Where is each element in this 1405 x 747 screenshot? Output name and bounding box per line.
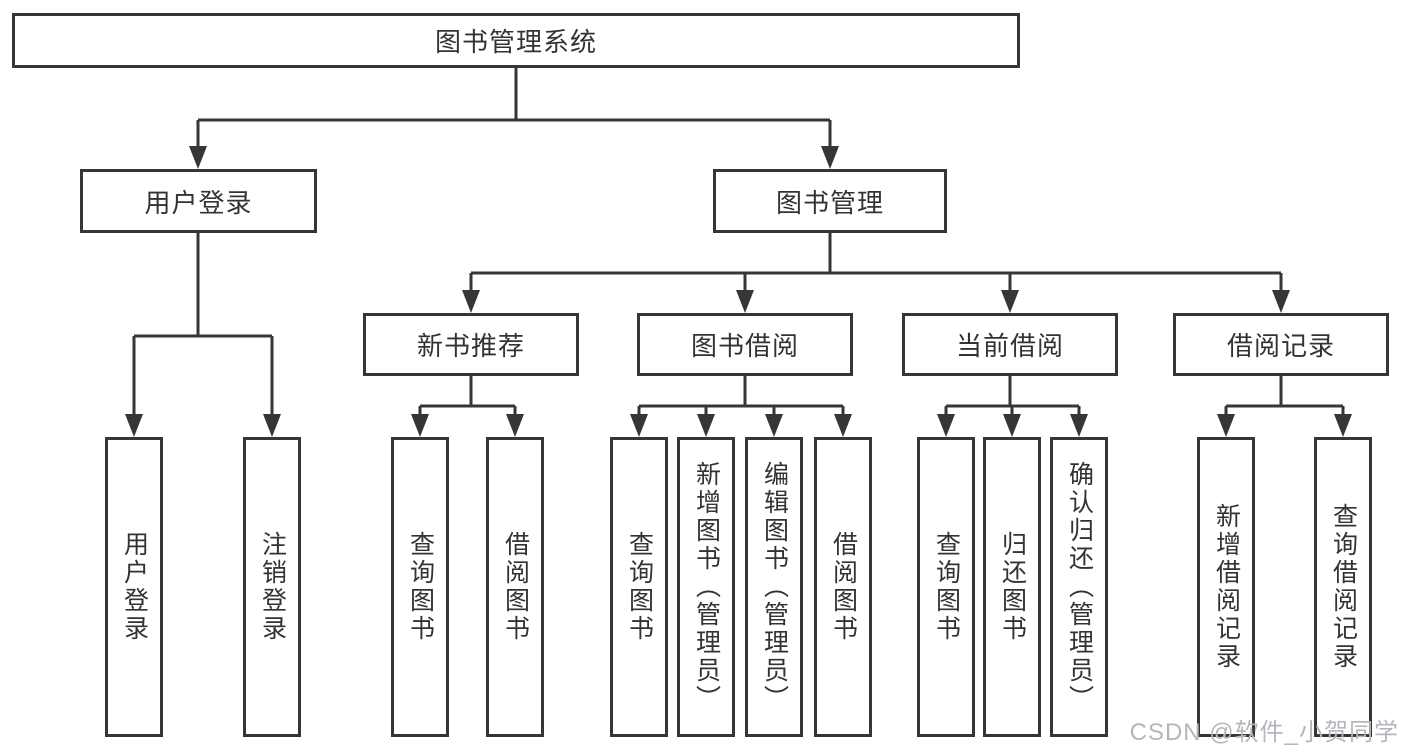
leaf-return-book: 归还图书 [983,437,1041,737]
csdn-watermark: CSDN @软件_小贺同学 [1129,719,1399,746]
leaf-logout-label: 注销登录 [258,531,287,643]
leaf-query-borrow-record: 查询借阅记录 [1314,437,1372,737]
node-root: 图书管理系统 [12,13,1020,68]
node-current-borrow-label: 当前借阅 [955,331,1064,361]
leaf-confirm-return-admin-label: 确认归还（管理员） [1065,461,1094,713]
leaf-user-login-label: 用户登录 [120,531,149,643]
node-borrow-records-label: 借阅记录 [1226,331,1335,361]
node-user-login-label: 用户登录 [144,187,253,218]
leaf-borrow-book-2: 借阅图书 [814,437,872,737]
leaf-edit-book-admin: 编辑图书（管理员） [745,437,803,737]
leaf-borrow-book-1: 借阅图书 [486,437,544,737]
leaf-borrow-book-1-label: 借阅图书 [501,531,530,643]
node-book-borrow-label: 图书借阅 [690,331,799,361]
node-current-borrow: 当前借阅 [902,313,1118,376]
leaf-return-book-label: 归还图书 [998,531,1027,643]
leaf-borrow-book-2-label: 借阅图书 [829,531,858,643]
leaf-query-book-1: 查询图书 [391,437,449,737]
leaf-add-book-admin-label: 新增图书（管理员） [692,461,721,713]
arrowheads [125,146,1352,437]
node-user-login: 用户登录 [80,169,317,233]
node-borrow-records: 借阅记录 [1173,313,1389,376]
node-root-label: 图书管理系统 [434,27,597,57]
leaf-user-login: 用户登录 [105,437,163,737]
leaf-logout: 注销登录 [243,437,301,737]
node-book-management: 图书管理 [713,169,947,233]
node-new-book-recommend-label: 新书推荐 [416,331,525,361]
leaf-confirm-return-admin: 确认归还（管理员） [1050,437,1108,737]
leaf-query-book-3: 查询图书 [917,437,975,737]
leaf-query-book-2: 查询图书 [610,437,668,737]
leaf-add-book-admin: 新增图书（管理员） [677,437,735,737]
leaf-add-borrow-record-label: 新增借阅记录 [1212,503,1241,671]
leaf-query-borrow-record-label: 查询借阅记录 [1329,503,1358,671]
leaf-add-borrow-record: 新增借阅记录 [1197,437,1255,737]
leaf-query-book-1-label: 查询图书 [406,531,435,643]
leaf-query-book-2-label: 查询图书 [625,531,654,643]
node-book-borrow: 图书借阅 [637,313,853,376]
node-book-management-label: 图书管理 [775,187,884,218]
leaf-query-book-3-label: 查询图书 [932,531,961,643]
leaf-edit-book-admin-label: 编辑图书（管理员） [760,461,789,713]
node-new-book-recommend: 新书推荐 [363,313,579,376]
